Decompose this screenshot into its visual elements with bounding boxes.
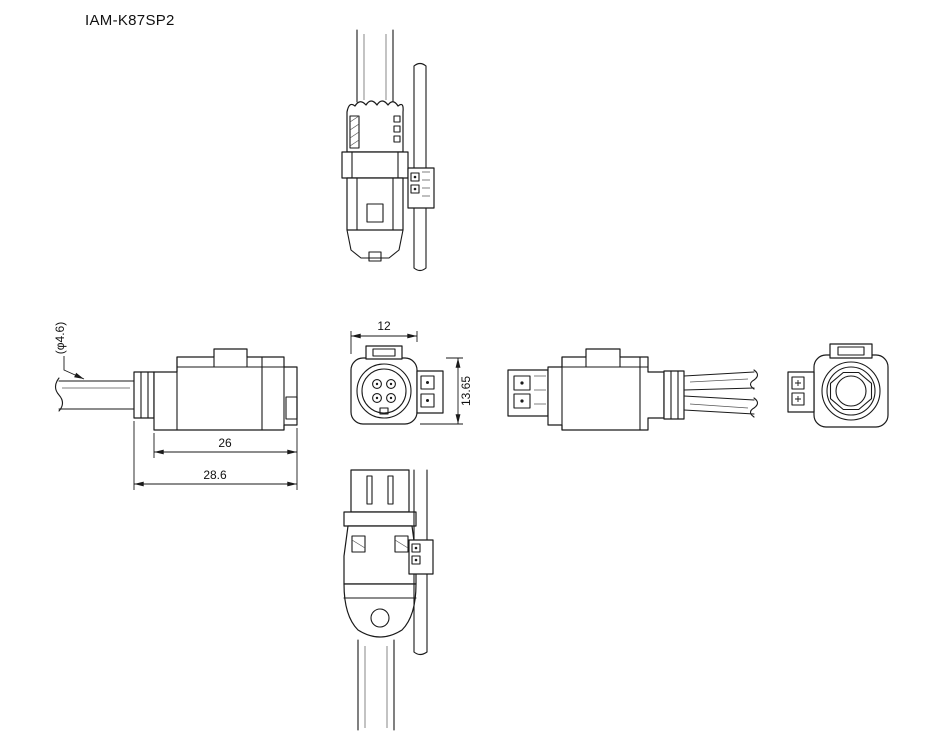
rear-view [787, 343, 889, 428]
dimension-overall-length: 28.6 [133, 421, 298, 490]
dim-overall-length-label: 28.6 [203, 468, 227, 482]
dim-height-label: 13.65 [459, 376, 473, 406]
top-view [341, 29, 435, 272]
dimension-height: 13.65 [420, 357, 473, 425]
front-view [350, 345, 444, 425]
dimension-housing-length: 26 [153, 428, 298, 458]
dimension-wire-diameter: (φ4.6) [53, 322, 85, 380]
right-side-view [507, 348, 759, 431]
dimension-width: 12 [350, 319, 418, 354]
bottom-view [343, 469, 434, 731]
left-side-view [54, 348, 298, 431]
part-number-title: IAM-K87SP2 [85, 12, 175, 29]
dim-housing-length-label: 26 [218, 436, 232, 450]
dim-width-label: 12 [377, 319, 391, 333]
dim-wire-diameter-label: (φ4.6) [53, 322, 67, 354]
